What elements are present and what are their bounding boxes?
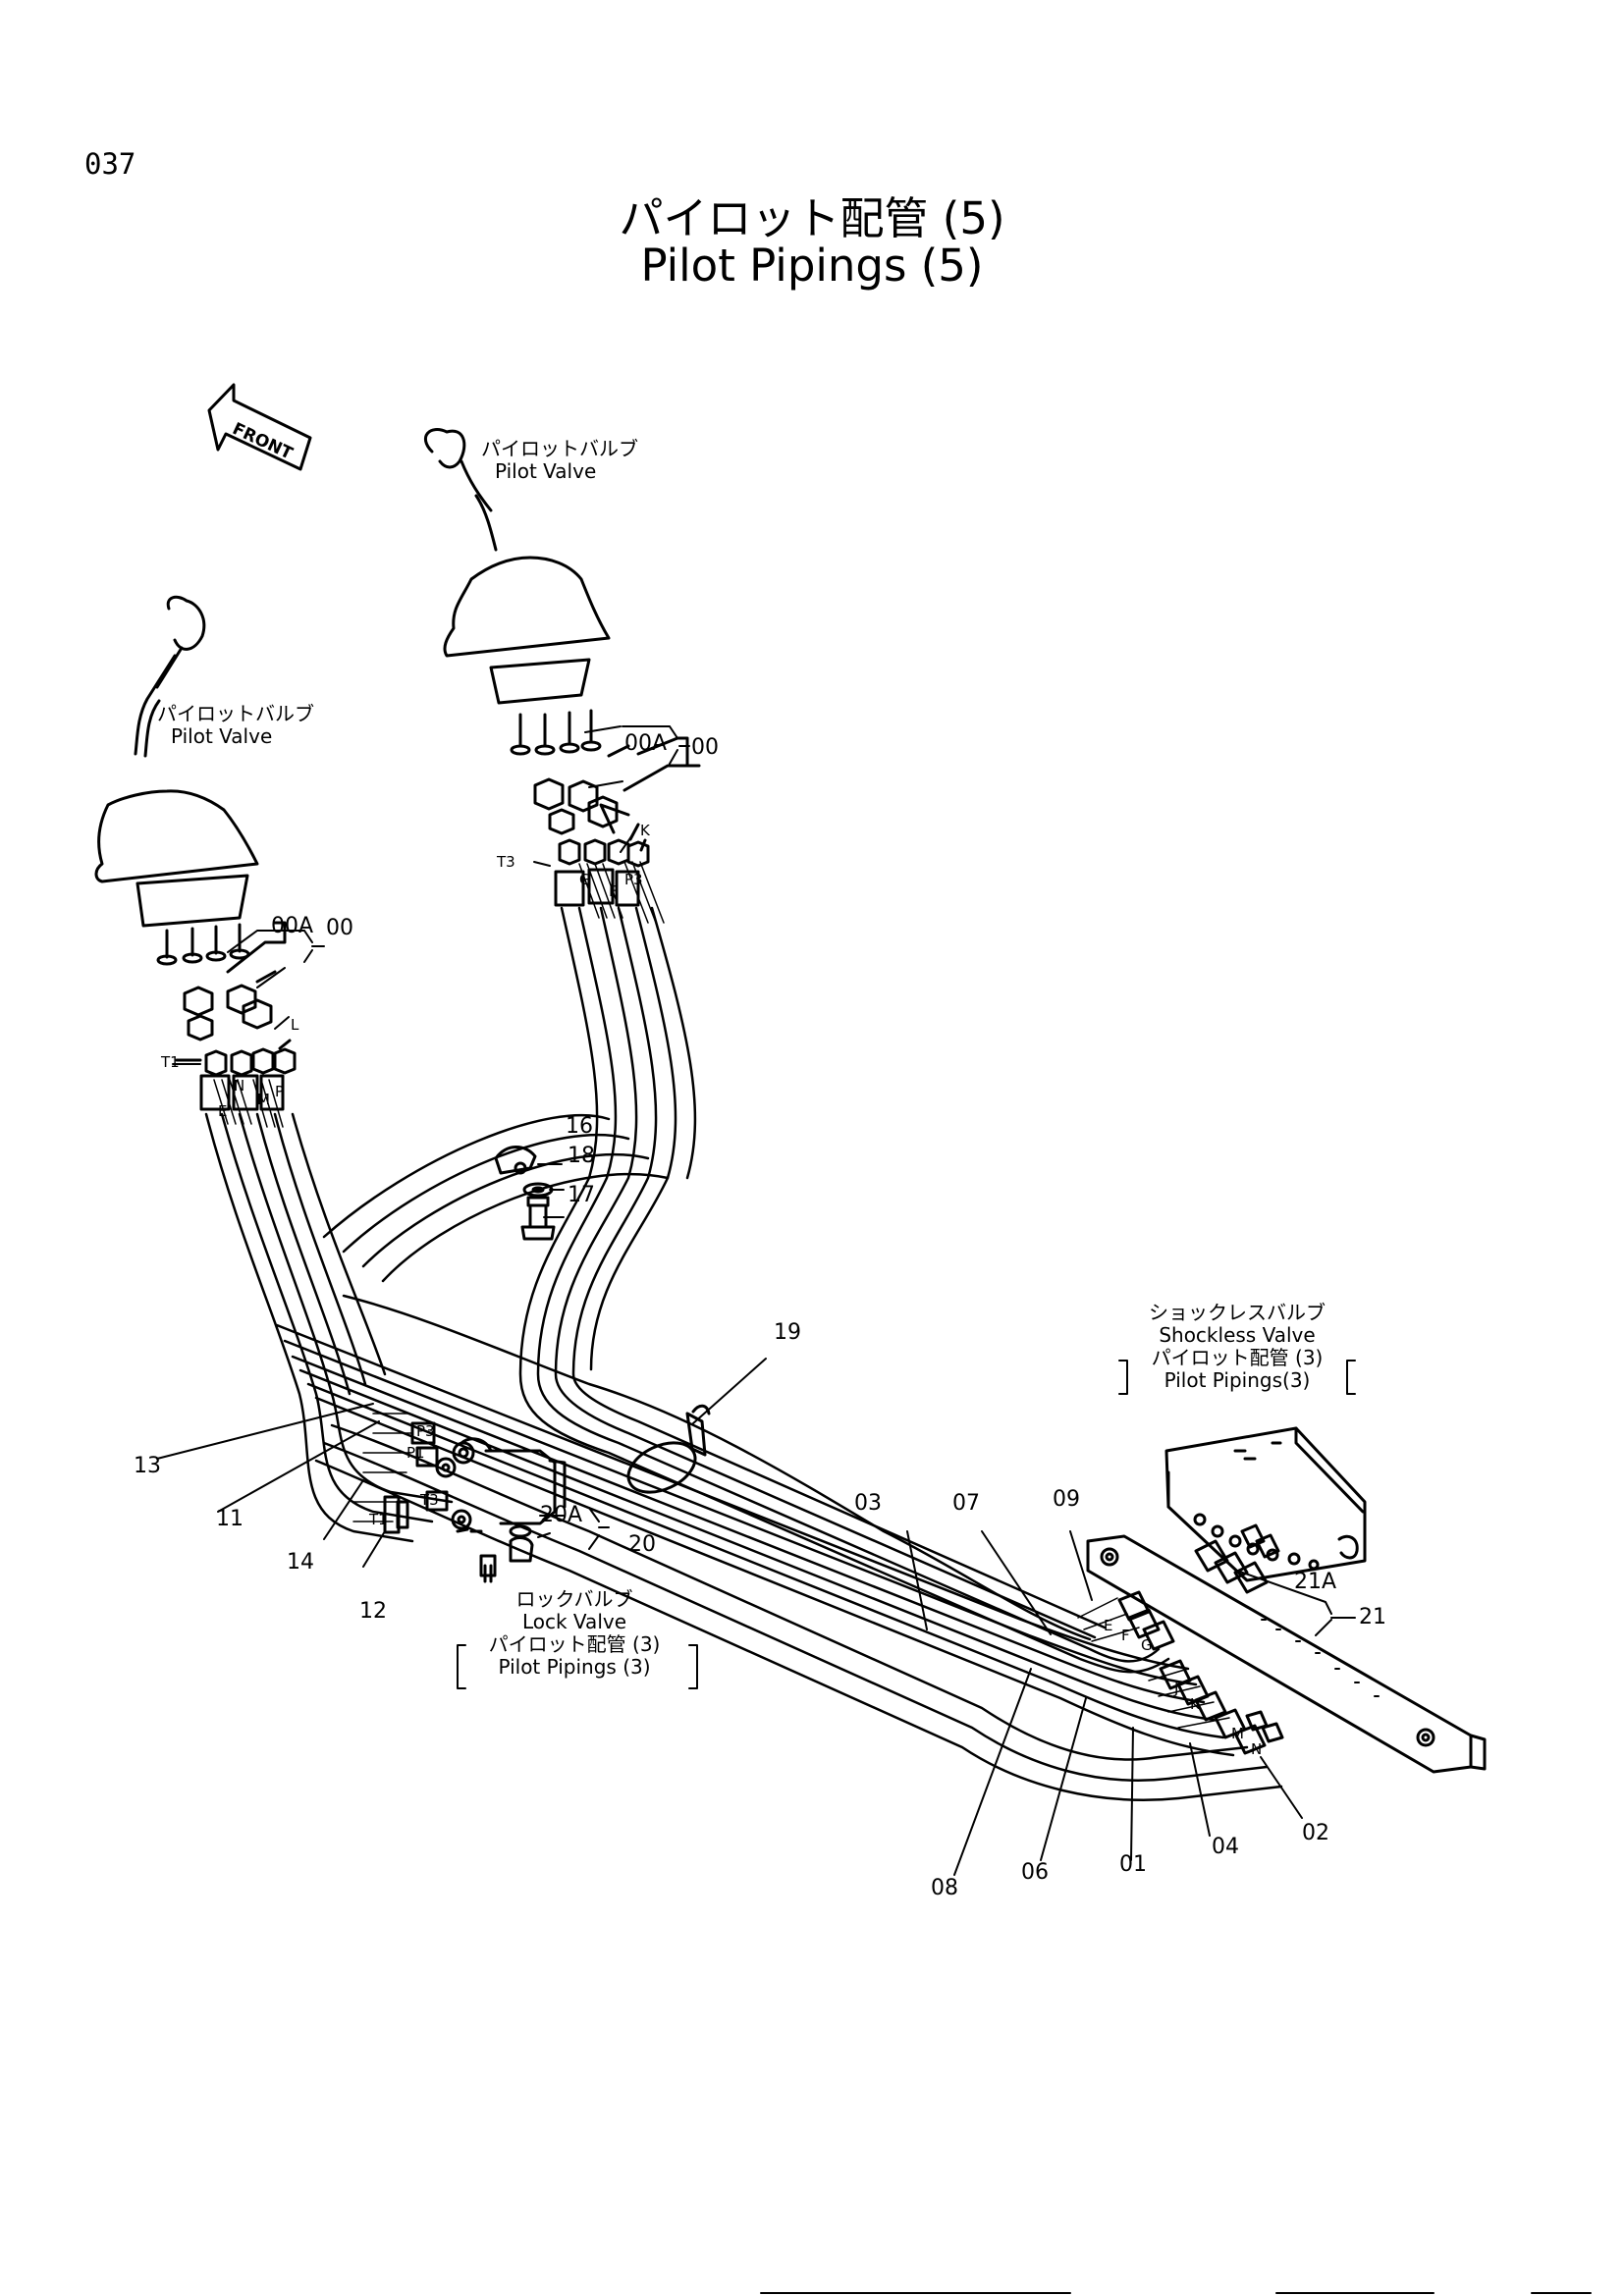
port-l: L	[291, 1016, 299, 1034]
lock-port-t1: T1	[369, 1511, 388, 1528]
shockless-valve-body	[1077, 1426, 1487, 1774]
callout-14: 14	[287, 1550, 314, 1575]
shockless-valve-ref-en: Pilot Pipings(3)	[1164, 1368, 1311, 1392]
sv-port-j: J	[1174, 1680, 1179, 1697]
callout-02: 02	[1302, 1821, 1329, 1845]
callout-16: 16	[566, 1114, 593, 1139]
title-english: Pilot Pipings (5)	[640, 240, 984, 292]
port-p: P	[275, 1083, 285, 1100]
port-t3: T3	[497, 853, 515, 871]
left-valve-hoses	[204, 1079, 454, 1543]
callout-00-right: 00	[691, 735, 719, 760]
callout-06: 06	[1021, 1860, 1049, 1885]
right-pilot-valve-label: パイロットバルブ Pilot Valve	[481, 438, 638, 483]
sv-port-e: E	[1104, 1617, 1113, 1634]
callout-21: 21	[1359, 1605, 1386, 1629]
lock-valve-ref-jp: パイロット配管 (3)	[488, 1632, 661, 1656]
lock-port-p3: P3	[416, 1422, 435, 1440]
lock-port-p1: P1	[406, 1444, 425, 1462]
shockless-valve-label: ショックレスバルブ Shockless Valve パイロット配管 (3) Pi…	[1110, 1302, 1365, 1392]
leader-lines	[156, 725, 1356, 1876]
sv-port-k: K	[1190, 1695, 1200, 1713]
sv-port-f: F	[1121, 1627, 1130, 1644]
main-hose-bundle	[275, 1114, 1283, 1801]
lock-valve-label: ロックバルブ Lock Valve パイロット配管 (3) Pilot Pipi…	[452, 1588, 697, 1679]
port-e: E	[218, 1102, 228, 1120]
callout-13: 13	[134, 1454, 161, 1478]
left-pilot-valve	[94, 595, 297, 1111]
lock-valve-ref-en: Pilot Pipings (3)	[498, 1655, 651, 1679]
callout-20a: 20A	[540, 1503, 583, 1527]
right-pilot-valve-label-en: Pilot Valve	[495, 459, 597, 483]
callout-20: 20	[628, 1532, 656, 1557]
lock-valve-label-en: Lock Valve	[521, 1610, 627, 1633]
port-m: M	[257, 1091, 270, 1108]
lock-port-t3: T3	[420, 1491, 439, 1509]
right-valve-hoses	[518, 861, 1170, 1674]
shockless-valve-label-jp: ショックレスバルブ	[1149, 1301, 1326, 1324]
shockless-valve-ref-jp: パイロット配管 (3)	[1151, 1346, 1324, 1369]
callout-18: 18	[568, 1144, 595, 1168]
left-pilot-valve-label-en: Pilot Valve	[171, 724, 273, 748]
callout-19: 19	[774, 1320, 801, 1345]
clamp-16	[494, 1146, 556, 1241]
front-arrow: FRONT	[207, 383, 312, 471]
right-pilot-valve	[424, 428, 701, 907]
callout-00a-right: 00A	[624, 731, 668, 756]
callout-09: 09	[1053, 1487, 1080, 1512]
page-number: 037	[84, 147, 136, 181]
callout-01: 01	[1119, 1852, 1147, 1877]
callout-07: 07	[952, 1491, 980, 1516]
right-pilot-valve-label-jp: パイロットバルブ	[481, 437, 638, 460]
port-t1: T1	[161, 1053, 180, 1071]
left-pilot-valve-label-jp: パイロットバルブ	[157, 702, 314, 725]
port-g: G	[579, 871, 591, 888]
port-k: K	[640, 822, 650, 839]
callout-03: 03	[854, 1491, 882, 1516]
callout-00-left: 00	[326, 916, 353, 940]
callout-11: 11	[216, 1507, 244, 1531]
sv-port-n: N	[1251, 1740, 1263, 1758]
lock-valve-body	[352, 1413, 567, 1583]
lock-valve-label-jp: ロックバルブ	[515, 1587, 633, 1611]
title-japanese: パイロット配管 (5)	[619, 192, 1005, 244]
port-p3: P3	[624, 871, 643, 888]
callout-08: 08	[931, 1876, 958, 1900]
callout-04: 04	[1212, 1835, 1239, 1859]
callout-17: 17	[568, 1183, 595, 1207]
left-pilot-valve-label: パイロットバルブ Pilot Valve	[157, 703, 314, 748]
port-n: N	[234, 1077, 245, 1095]
sv-port-g: G	[1141, 1636, 1153, 1654]
port-f: F	[609, 882, 618, 900]
callout-21a: 21A	[1294, 1570, 1337, 1594]
sv-port-m: M	[1231, 1725, 1244, 1742]
shockless-valve-label-en: Shockless Valve	[1159, 1323, 1316, 1347]
callout-12: 12	[359, 1599, 387, 1624]
callout-00a-left: 00A	[271, 914, 314, 938]
